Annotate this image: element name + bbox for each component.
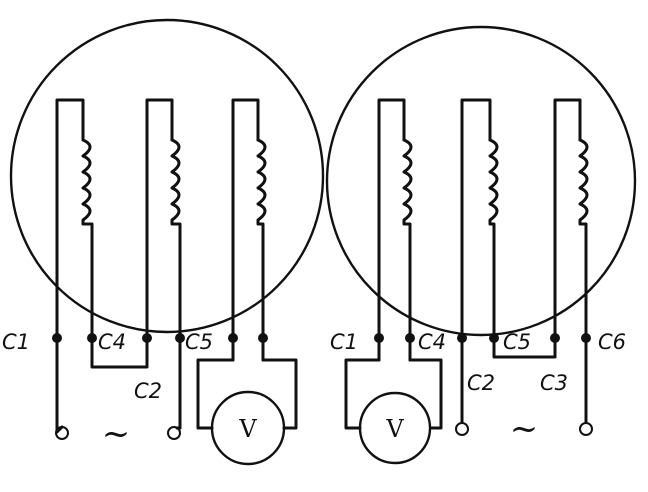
label-c4: C4 [98, 330, 126, 354]
label-c2: C2 [134, 379, 162, 403]
junction-dot [228, 333, 238, 343]
right-voltmeter-circuit: V [344, 358, 443, 465]
left-stator-circle [9, 18, 325, 334]
junction-dot [175, 333, 185, 343]
left-voltmeter [210, 390, 286, 466]
left-voltmeter-circuit: V [196, 358, 298, 466]
junction-dot [581, 333, 591, 343]
left-winding-3 [231, 98, 267, 362]
left-coil-2 [170, 138, 182, 430]
junction-dot [258, 333, 268, 343]
left-coil-3 [256, 138, 267, 362]
label-c5: C5 [503, 330, 531, 354]
junction-dot [52, 333, 62, 343]
left-winding-1 [55, 98, 149, 434]
right-coil-3 [578, 138, 589, 430]
junction-dot [405, 333, 415, 343]
right-stator-circle [325, 25, 637, 337]
right-winding-3 [553, 98, 589, 430]
label-c1: C1 [330, 330, 358, 354]
junction-dot [87, 333, 97, 343]
right-voltmeter-label: V [385, 415, 404, 443]
junction-dot [489, 333, 499, 343]
junction-dot [457, 333, 467, 343]
label-c3: C3 [540, 371, 568, 395]
label-c2: C2 [467, 371, 495, 395]
right-voltmeter [358, 391, 432, 465]
left-winding-2 [145, 98, 182, 430]
right-coil-1 [402, 138, 413, 362]
label-c4: C4 [418, 330, 446, 354]
right-terminal-c3 [579, 422, 593, 436]
right-terminal-c2 [455, 422, 469, 436]
right-ac-symbol: ~ [510, 409, 539, 449]
label-c6: C6 [598, 330, 626, 354]
right-coil-2 [488, 138, 557, 359]
junction-dot [142, 333, 152, 343]
junction-dot [550, 333, 560, 343]
right-winding-1 [377, 98, 413, 362]
right-winding-2 [460, 98, 557, 430]
label-c1: C1 [2, 330, 30, 354]
left-coil-1 [81, 138, 149, 369]
left-voltmeter-label: V [238, 415, 257, 443]
left-terminal-c2 [167, 426, 181, 440]
left-motor-diagram: V ~ C1 C4 C5 C2 [2, 18, 325, 466]
junction-dot [374, 333, 384, 343]
label-c5: C5 [185, 330, 213, 354]
left-ac-symbol: ~ [102, 414, 131, 454]
right-motor-diagram: V ~ C1 C4 C5 C6 C2 C3 [325, 25, 637, 465]
